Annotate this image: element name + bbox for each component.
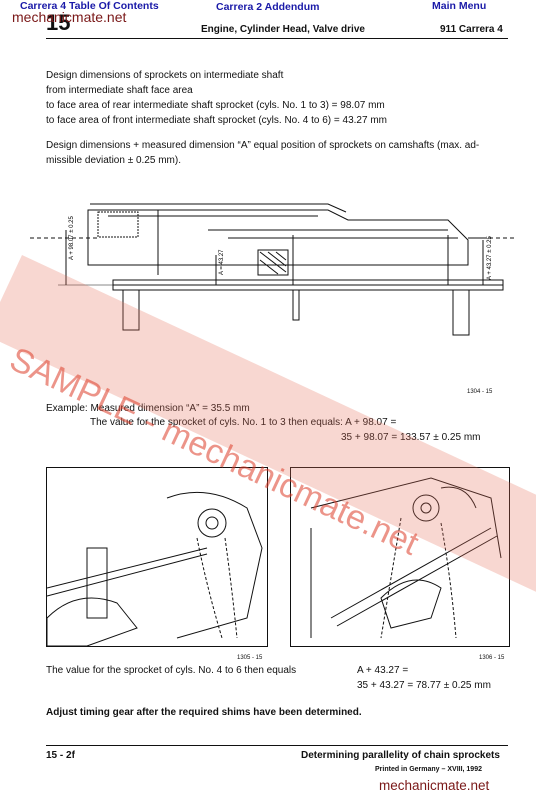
paragraph-line: from intermediate shaft face area — [46, 85, 193, 96]
second-value-text: The value for the sprocket of cyls. No. … — [46, 665, 297, 676]
model-name: 911 Carrera 4 — [440, 24, 503, 35]
second-value-formula: 35 + 43.27 = 78.77 ± 0.25 mm — [357, 680, 491, 691]
photo-frame-right — [290, 467, 510, 647]
paragraph-line: to face area of rear intermediate shaft … — [46, 100, 385, 111]
paragraph-line: missible deviation ± 0.25 mm). — [46, 155, 181, 166]
printed-note: Printed in Germany – XVIII, 1992 — [375, 766, 482, 773]
section-number: 15 — [46, 10, 71, 35]
footer-rule — [46, 745, 508, 746]
example-line: Example: Measured dimension “A” = 35.5 m… — [46, 403, 250, 414]
photo-frame-left — [46, 467, 268, 647]
second-value-formula: A + 43.27 = — [357, 665, 409, 676]
site-watermark-top: mechanicmate.net — [12, 9, 127, 25]
dimension-label-a: A = 43.27 — [219, 249, 225, 275]
adjust-note: Adjust timing gear after the required sh… — [46, 707, 362, 718]
caliper-measurement-drawing — [310, 477, 502, 639]
dimension-label-rear: A + 98.07 ± 0.25 — [69, 216, 75, 260]
example-line: The value for the sprocket of cyls. No. … — [90, 417, 397, 428]
page-number: 15 - 2f — [46, 750, 75, 761]
paragraph-line: to face area of front intermediate shaft… — [46, 115, 387, 126]
header-rule — [46, 38, 508, 39]
paragraph-line: Design dimensions of sprockets on interm… — [46, 70, 284, 81]
main-menu-link[interactable]: Main Menu — [432, 0, 487, 12]
caliper-measurement-drawing — [47, 491, 263, 646]
section-title: Engine, Cylinder Head, Valve drive — [201, 24, 365, 35]
footer-title: Determining parallelity of chain sprocke… — [301, 750, 500, 761]
figure-caption: 1306 - 15 — [479, 655, 505, 661]
figure-caption: 1304 - 15 — [467, 389, 493, 395]
example-line: 35 + 98.07 = 133.57 ± 0.25 mm — [341, 432, 481, 443]
figure-caption: 1305 - 15 — [237, 655, 263, 661]
paragraph-design-dimensions: Design dimensions of sprockets on interm… — [46, 68, 387, 128]
engine-cross-section-diagram: A + 98.07 ± 0.25 A = 43.27 A + 43.27 ± 0… — [30, 203, 516, 336]
addendum-link[interactable]: Carrera 2 Addendum — [216, 1, 320, 13]
paragraph-camshaft-position: Design dimensions + measured dimension “… — [46, 138, 479, 168]
toc-link[interactable]: Carrera 4 Table Of Contents — [20, 0, 159, 12]
site-watermark-bottom: mechanicmate.net — [379, 778, 490, 793]
dimension-label-front: A + 43.27 ± 0.25 — [487, 236, 493, 280]
paragraph-line: Design dimensions + measured dimension “… — [46, 140, 480, 151]
